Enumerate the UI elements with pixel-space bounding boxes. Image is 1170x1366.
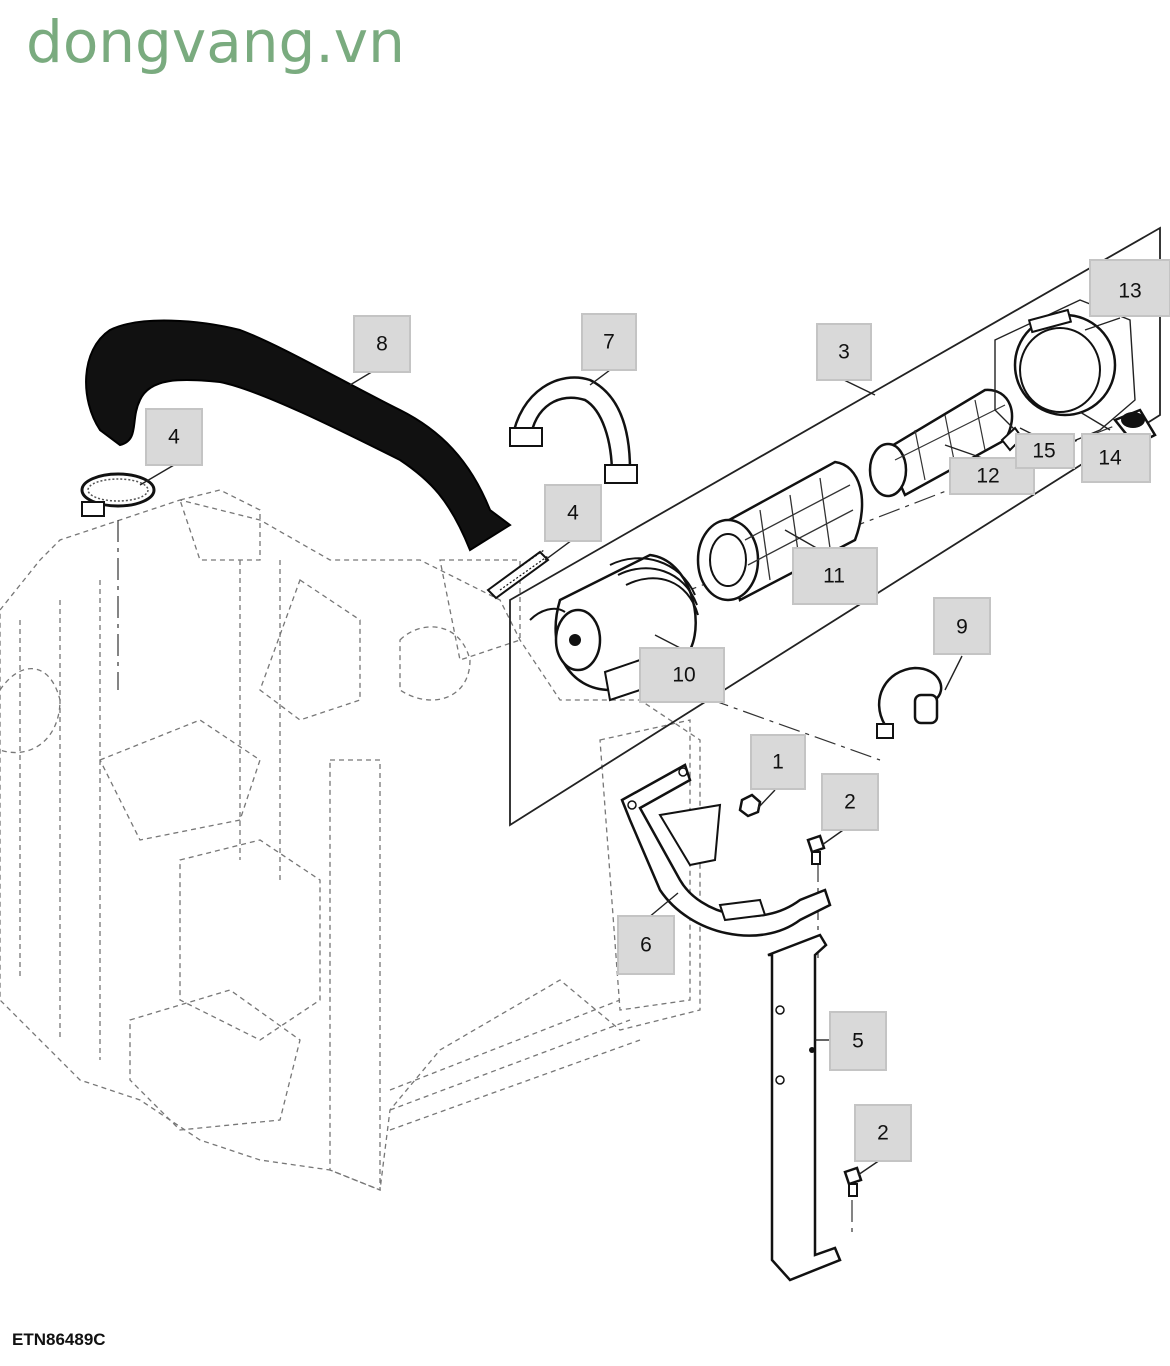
callout-1-label: 1 bbox=[772, 751, 784, 774]
callout-12: 12 bbox=[949, 457, 1035, 495]
callout-15: 15 bbox=[1015, 433, 1075, 469]
assembly-frame bbox=[509, 226, 1161, 827]
callout-5-label: 5 bbox=[852, 1030, 864, 1053]
callout-6: 6 bbox=[617, 915, 675, 975]
primary-filter-element bbox=[696, 460, 864, 602]
bolt-lower bbox=[843, 1166, 863, 1197]
mounting-strap bbox=[509, 376, 638, 484]
callout-9: 9 bbox=[933, 597, 991, 655]
callout-8-label: 8 bbox=[376, 333, 388, 356]
callout-14-label: 14 bbox=[1098, 447, 1122, 470]
callout-12-label: 12 bbox=[976, 465, 999, 488]
callout-3: 3 bbox=[816, 323, 872, 381]
bolt-upper bbox=[806, 834, 826, 865]
watermark-text: dongvang.vn bbox=[26, 8, 405, 76]
callout-13-label: 13 bbox=[1118, 280, 1141, 303]
callout-13: 13 bbox=[1089, 259, 1170, 317]
callout-10-label: 10 bbox=[672, 664, 695, 687]
callout-4-left: 4 bbox=[145, 408, 203, 466]
callout-7: 7 bbox=[581, 313, 637, 371]
callout-3-label: 3 bbox=[838, 341, 850, 364]
callout-7-label: 7 bbox=[603, 331, 615, 354]
filter-cover bbox=[994, 299, 1136, 456]
callout-5: 5 bbox=[829, 1011, 887, 1071]
intake-hose bbox=[85, 319, 512, 552]
callout-9-label: 9 bbox=[956, 616, 968, 639]
callout-6-label: 6 bbox=[640, 934, 652, 957]
callout-10: 10 bbox=[639, 647, 725, 703]
callout-4-left-label: 4 bbox=[168, 426, 180, 449]
callout-15-label: 15 bbox=[1032, 440, 1055, 463]
nut bbox=[738, 793, 762, 818]
callout-4-right: 4 bbox=[544, 484, 602, 542]
callout-2-lower: 2 bbox=[854, 1104, 912, 1162]
callout-14: 14 bbox=[1081, 433, 1151, 483]
callout-2-upper: 2 bbox=[821, 773, 879, 831]
figure-code: ETN86489C bbox=[12, 1330, 106, 1349]
callout-2-upper-label: 2 bbox=[844, 791, 856, 814]
callout-1: 1 bbox=[750, 734, 806, 790]
cradle-bracket bbox=[620, 763, 832, 937]
callout-2-lower-label: 2 bbox=[877, 1122, 889, 1145]
restriction-sensor bbox=[876, 666, 943, 739]
callout-8: 8 bbox=[353, 315, 411, 373]
hose-clamp-left bbox=[80, 472, 156, 517]
callout-11: 11 bbox=[792, 547, 878, 605]
callout-11-label: 11 bbox=[823, 565, 845, 588]
callout-4-right-label: 4 bbox=[567, 502, 579, 525]
hose-clamp-right bbox=[486, 549, 550, 600]
engine-ghost-outline bbox=[0, 489, 701, 1191]
support-bracket bbox=[767, 933, 842, 1282]
